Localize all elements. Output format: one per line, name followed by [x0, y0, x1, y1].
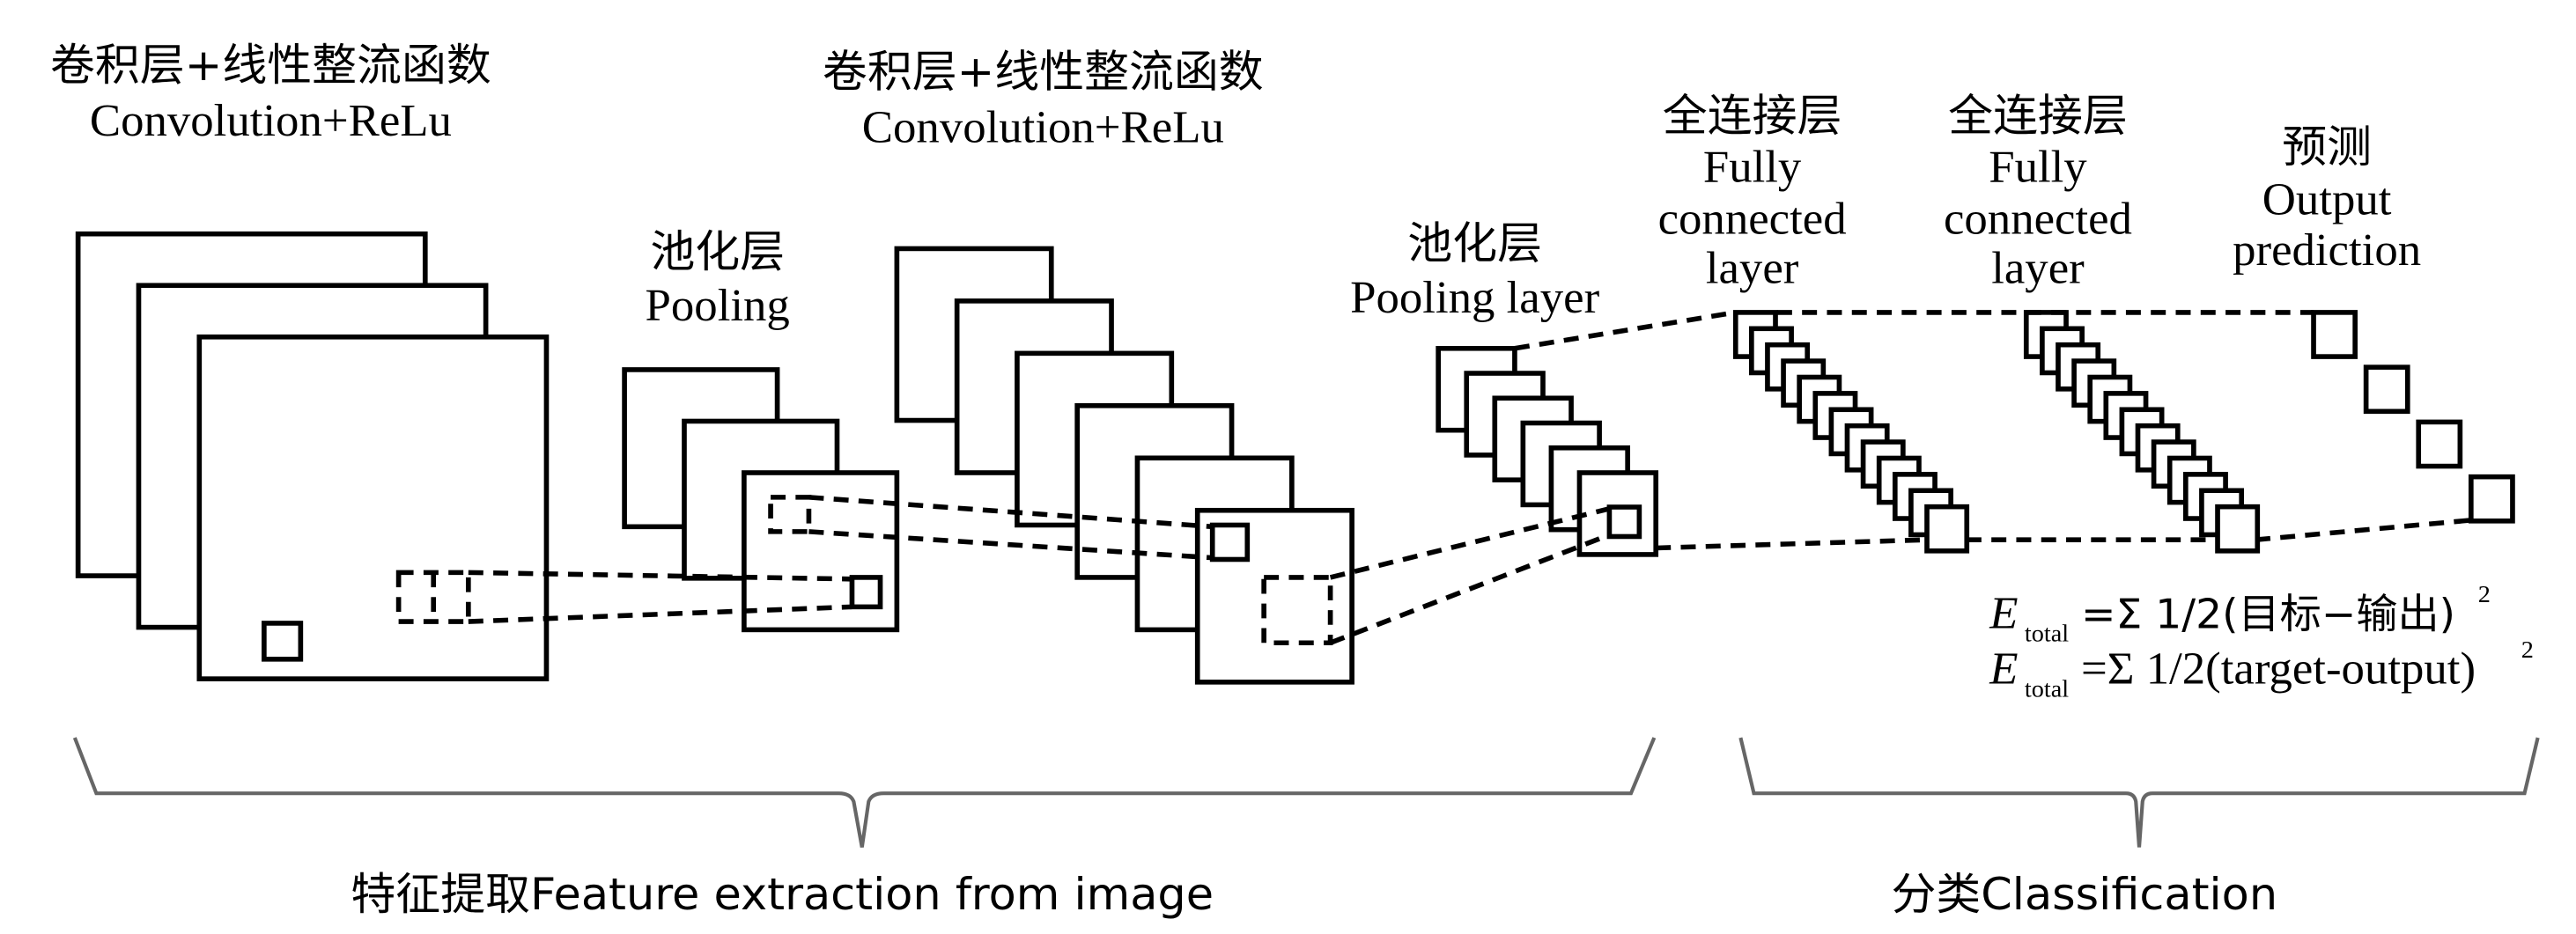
loss-formula-en: E total =Σ 1/2(target-output) 2 [1989, 636, 2534, 702]
output-label-cn: 预测 [2282, 121, 2372, 173]
pool2-label-cn: 池化层 [1407, 217, 1542, 269]
formula-power: 2 [2521, 636, 2534, 664]
formula-body: =Σ 1/2(目标−输出) [2081, 592, 2455, 639]
conv2-pool2-line-bottom [1329, 533, 1611, 645]
formula-symbol: E [1989, 644, 2018, 695]
conv2-kernel [1209, 522, 1251, 563]
formula-power: 2 [2478, 581, 2491, 608]
fc1-label-cn: 全连接层 [1663, 90, 1842, 142]
feature-extraction-label: 特征提取Feature extraction from image [351, 868, 1214, 920]
conv1-pool1-line-top [468, 570, 853, 582]
fc1-label-en-1: Fully [1703, 142, 1802, 193]
fc2-label-en-3: layer [1991, 243, 2085, 294]
fc2-label: 全连接层 Fully connected layer [1944, 90, 2132, 293]
classification-brace [1738, 737, 2540, 848]
conv2-label-cn: 卷积层+线性整流函数 [823, 46, 1264, 98]
pool1-label-en: Pooling [646, 281, 790, 332]
classification-label: 分类Classification [1891, 868, 2277, 920]
fc2-label-en-2: connected [1944, 194, 2132, 245]
formula-body: =Σ 1/2(target-output) [2081, 644, 2476, 695]
conv1-kernel [262, 621, 304, 662]
formula-subscript: total [2025, 621, 2069, 648]
fc2-label-en-1: Fully [1989, 142, 2087, 193]
pool1-label: 池化层 Pooling [646, 225, 790, 331]
fc1-feature-map [1924, 504, 1970, 554]
pool1-label-cn: 池化层 [650, 225, 785, 277]
output-label-en-2: prediction [2233, 224, 2421, 276]
connections [395, 310, 2472, 646]
output-label-en-1: Output [2262, 174, 2392, 225]
fc2-label-cn: 全连接层 [1948, 90, 2128, 142]
pool2-fc1-line-top [1514, 310, 1737, 351]
output-feature-map [2311, 310, 2358, 359]
conv1-label-en: Convolution+ReLu [90, 96, 452, 147]
conv2-label: 卷积层+线性整流函数 Convolution+ReLu [823, 46, 1264, 153]
conv1-feature-map [196, 334, 550, 681]
output-feature-map [2468, 474, 2515, 524]
fc1-label-en-3: layer [1706, 243, 1799, 294]
feature-extraction-brace [72, 737, 1657, 848]
conv2-receptive-field [1261, 575, 1333, 646]
fc1-label-en-2: connected [1658, 194, 1847, 245]
formula-symbol: E [1989, 588, 2018, 639]
pool1-receptive-field [768, 495, 812, 534]
formula-subscript: total [2025, 676, 2069, 703]
pool1-output-cell [849, 575, 883, 610]
output-label: 预测 Output prediction [2233, 121, 2421, 276]
pool2-label-en: Pooling layer [1350, 272, 1599, 323]
conv1-pool1-line-bottom [468, 604, 853, 624]
fc2-output-line-bottom [2255, 518, 2472, 542]
pool2-label: 池化层 Pooling layer [1350, 217, 1599, 323]
conv2-label-en: Convolution+ReLu [862, 102, 1224, 153]
pool2-fc1-line-bottom [1656, 537, 1927, 551]
conv1-label: 卷积层+线性整流函数 Convolution+ReLu [50, 39, 491, 146]
output-feature-map [2416, 419, 2463, 469]
loss-formula-cn: E total =Σ 1/2(目标−输出) 2 [1989, 581, 2491, 647]
output-feature-map [2363, 364, 2410, 415]
fc1-label: 全连接层 Fully connected layer [1658, 90, 1847, 293]
fc2-feature-map [2215, 504, 2261, 554]
pool2-output-cell [1606, 504, 1642, 540]
pool1-conv2-line-top [808, 495, 1213, 530]
conv1-label-cn: 卷积层+线性整流函数 [50, 39, 491, 91]
pool1-conv2-line-bottom [808, 529, 1213, 561]
